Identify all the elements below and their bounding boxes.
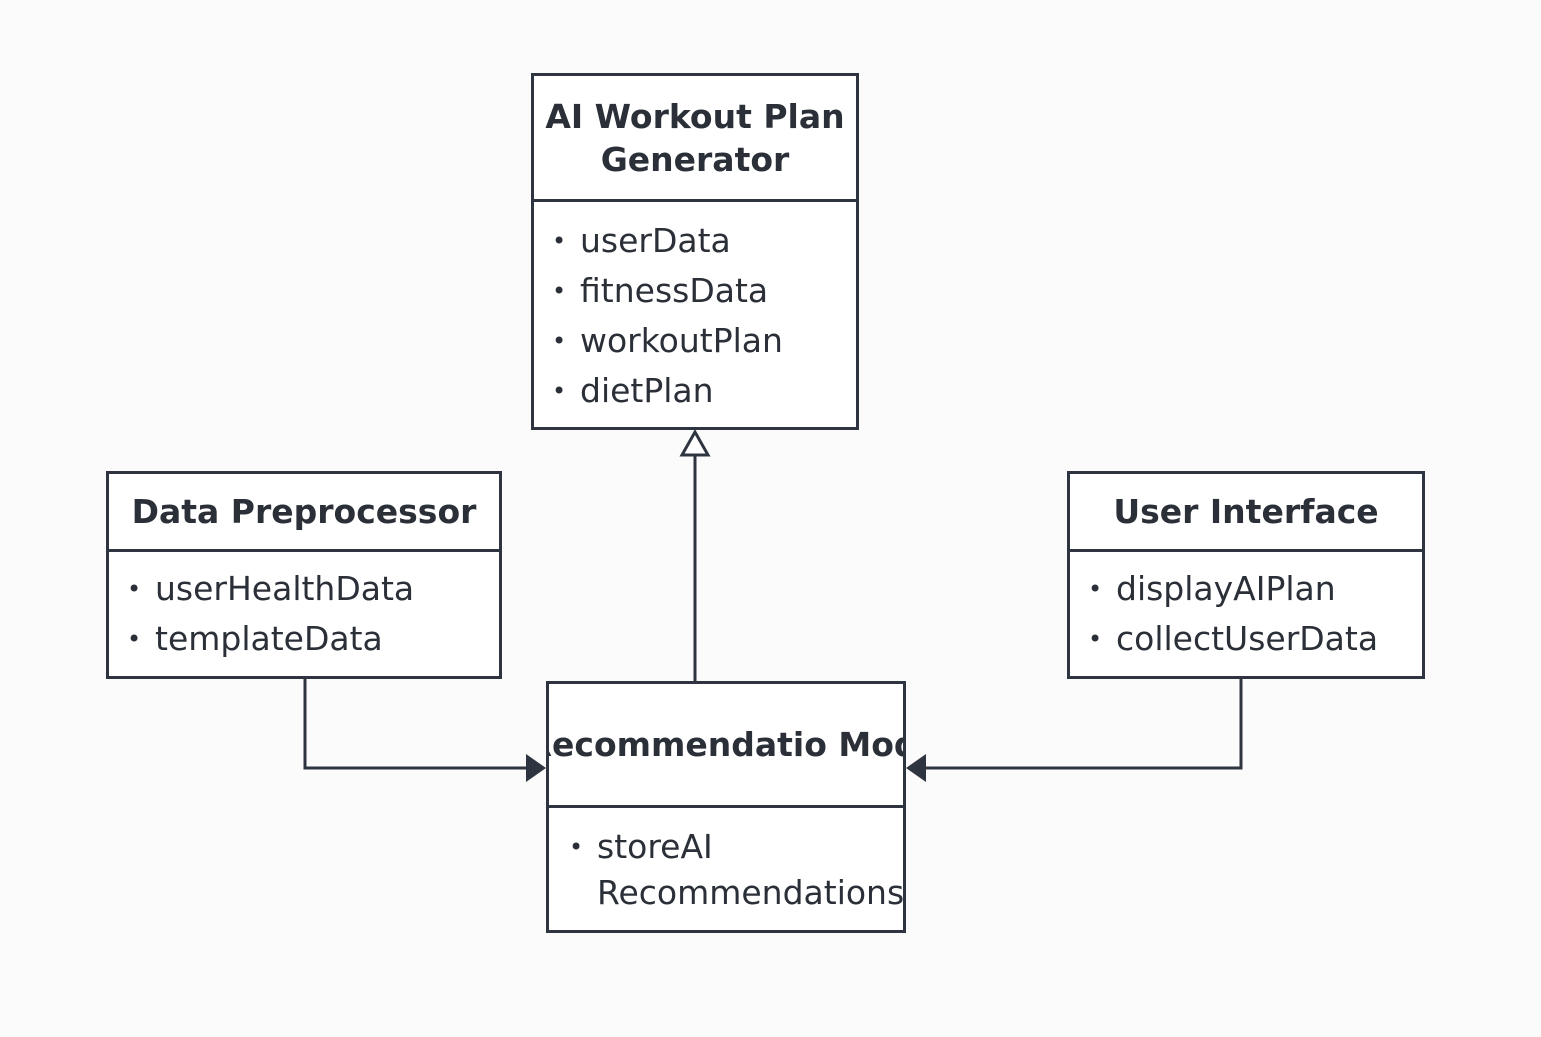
attribute-item: • userHealthData [127, 564, 499, 614]
bullet-icon: • [569, 833, 584, 861]
attribute-item: • storeAI Recommendations [569, 824, 905, 916]
class-attributes: • displayAIPlan • collectUserData [1070, 552, 1422, 664]
bullet-icon: • [1088, 625, 1103, 653]
attribute-item: • dietPlan [552, 366, 856, 416]
attribute-item: • displayAIPlan [1088, 564, 1422, 614]
attribute-label: fitnessData [580, 271, 769, 310]
class-title: AI Workout Plan Generator [534, 76, 856, 202]
ui-arrowhead [906, 754, 926, 782]
class-title: User Interface [1070, 474, 1422, 552]
attribute-label: storeAI Recommendations [597, 827, 905, 912]
bullet-icon: • [127, 625, 142, 653]
class-ai-recommendation-module: AI Recommendatio Module • storeAI Recomm… [546, 681, 906, 933]
attribute-label: dietPlan [580, 371, 714, 410]
attribute-item: • templateData [127, 614, 499, 664]
bullet-icon: • [1088, 575, 1103, 603]
attribute-label: userData [580, 221, 731, 260]
class-attributes: • storeAI Recommendations [549, 808, 905, 916]
preprocessor-to-recommendation-line [303, 679, 528, 770]
class-data-preprocessor: Data Preprocessor • userHealthData • tem… [106, 471, 502, 679]
attribute-label: templateData [155, 619, 383, 658]
bullet-icon: • [552, 227, 567, 255]
ui-to-recommendation-line [924, 679, 1243, 770]
attribute-label: userHealthData [155, 569, 415, 608]
class-user-interface: User Interface • displayAIPlan • collect… [1067, 471, 1425, 679]
generalization-arrowhead [679, 428, 711, 457]
class-title: Data Preprocessor [109, 474, 499, 552]
bullet-icon: • [552, 377, 567, 405]
attribute-item: • collectUserData [1088, 614, 1422, 664]
bullet-icon: • [552, 327, 567, 355]
class-title: AI Recommendatio Module [549, 684, 903, 808]
attribute-item: • workoutPlan [552, 316, 856, 366]
attribute-label: displayAIPlan [1116, 569, 1336, 608]
class-attributes: • userHealthData • templateData [109, 552, 499, 664]
attribute-label: workoutPlan [580, 321, 783, 360]
bullet-icon: • [127, 575, 142, 603]
attribute-label: collectUserData [1116, 619, 1379, 658]
bullet-icon: • [552, 277, 567, 305]
class-attributes: • userData • fitnessData • workoutPlan •… [534, 202, 856, 416]
attribute-item: • fitnessData [552, 266, 856, 316]
class-ai-workout-plan-generator: AI Workout Plan Generator • userData • f… [531, 73, 859, 430]
preprocessor-arrowhead [526, 754, 546, 782]
attribute-item: • userData [552, 216, 856, 266]
